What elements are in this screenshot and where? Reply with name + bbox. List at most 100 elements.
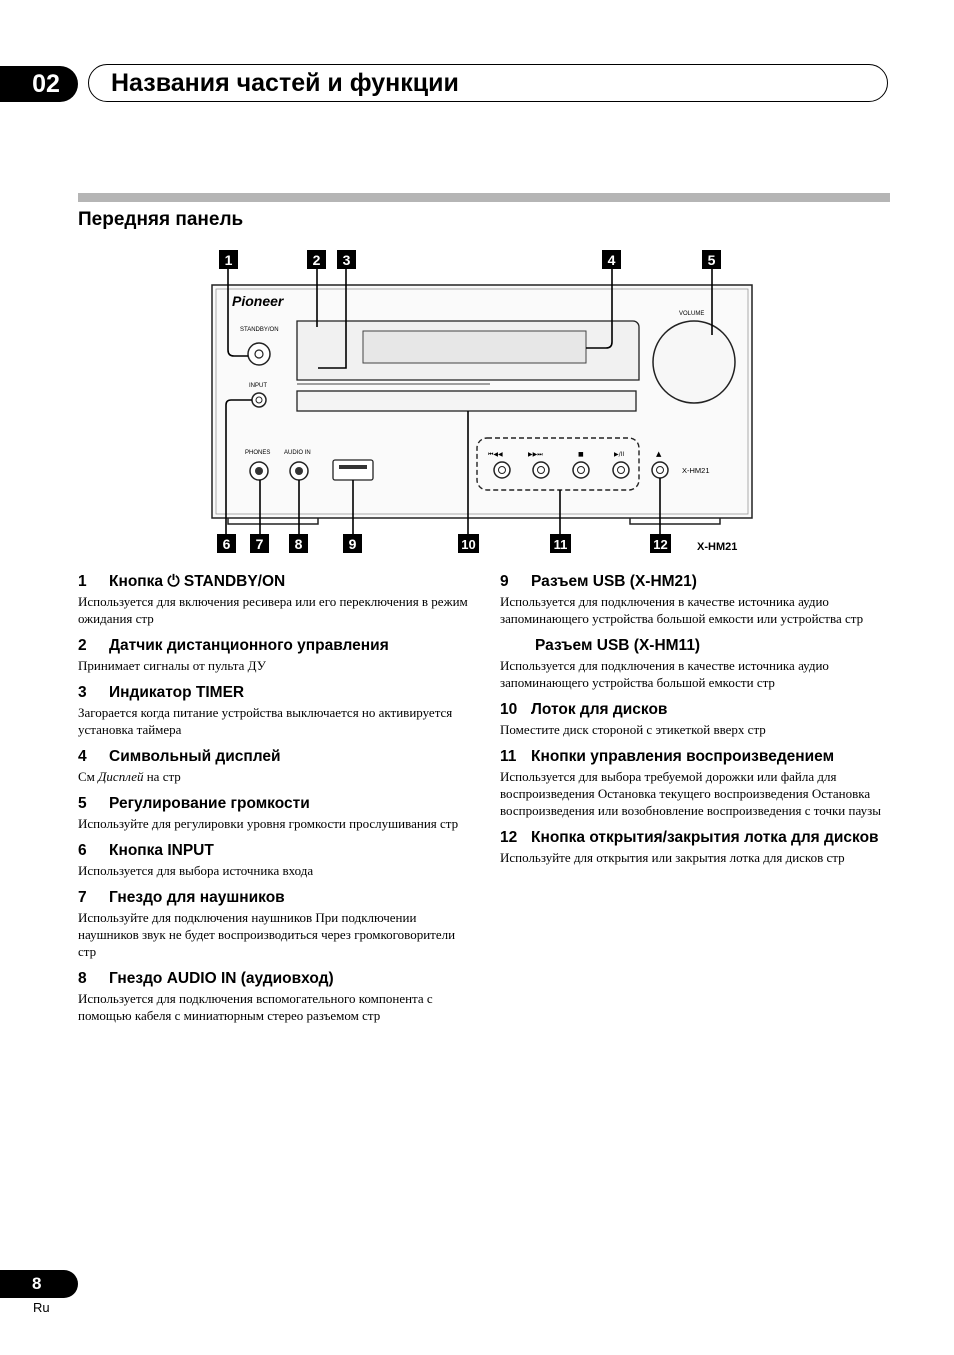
callout-12: 12 [653,537,667,552]
item-description: Используется для подключения вспомогател… [78,991,433,1023]
stop-button [572,461,590,479]
phones-label: PHONES [245,450,270,456]
input-button [251,392,267,408]
play-pause-button-label: ▶/II [614,451,624,458]
diagram-model-caption: X-HM21 [697,541,737,553]
item-description: См Дисплей на стр [78,768,470,785]
item-number: 10 [500,701,518,718]
play-pause-button [612,461,630,479]
item-number: 12 [500,829,518,846]
panel-model-label: X-HM21 [682,466,710,475]
item-number: 5 [78,795,87,812]
item-input: 6 Кнопка INPUT Используется для выбора ис… [78,841,470,879]
callout-10: 10 [461,537,475,552]
callout-8: 8 [295,536,303,552]
section-title: Передняя панель [78,209,244,230]
page-language: Ru [33,1300,50,1315]
prev-button [493,461,511,479]
item-title: Символьный дисплей [109,748,281,765]
brand-logo: Pioneer [232,293,285,309]
device-foot-left [227,518,319,525]
playback-controls-group [476,437,640,491]
item-description: Используется для подключения в качестве … [500,658,829,690]
item-description: Используйте для подключения наушников Пр… [78,910,456,959]
item-number: 9 [500,573,509,590]
item-usb-hm21: 9 Разъем USB (X-HM21) Используется для по… [500,572,892,627]
standby-label: STANDBY/ON [240,327,279,333]
item-title: Регулирование громкости [109,795,310,812]
callout-10-box [458,534,479,553]
item-title: Лоток для дисков [531,701,668,718]
item-display: 4 Символьный дисплей См Дисплей на стр [78,747,470,785]
eject-button [651,461,669,479]
item-number: 3 [78,684,87,701]
desc-prefix: См [78,769,99,784]
items-right-column: 9 Разъем USB (X-HM21) Используется для по… [500,572,892,875]
prev-button-label: ⏮◀◀ [488,451,503,458]
callout-7: 7 [256,536,264,552]
item-title: Кнопка INPUT [109,842,214,859]
callout-5-box [702,250,721,269]
stop-button-label: ■ [578,451,584,458]
item-description: Используется для выбора источника входа [78,863,314,878]
callout-6: 6 [223,536,231,552]
callout-2-box [307,250,326,269]
item-number: 7 [78,889,87,906]
page-number: 8 [32,1274,42,1293]
item-volume: 5 Регулирование громкости Используйте для… [78,794,470,832]
item-description: Используйте для регулировки уровня громк… [78,816,459,831]
callout-11-box [550,534,571,553]
callout-8-box [289,534,308,553]
item-description: Используйте для открытия или закрытия ло… [500,850,845,865]
item-phones: 7 Гнездо для наушников Используйте для по… [78,888,470,960]
callout-12-box [650,534,671,553]
item-description: Принимает сигналы от пульта ДУ [78,658,266,673]
item-number: 4 [78,748,87,765]
callout-6-box [217,534,236,553]
display-reference-link[interactable]: Дисплей [98,769,144,784]
callout-2: 2 [313,252,321,268]
standby-button [254,349,264,359]
disc-tray [296,390,637,412]
callout-5: 5 [708,252,716,268]
chapter-title: Названия частей и функции [111,69,459,97]
standby-button-ring [247,342,271,366]
item-number: 2 [78,637,87,654]
next-button-label: ▶▶⏭ [528,451,543,458]
item-disc-tray: 10 Лоток для дисков Поместите диск сторон… [500,700,892,738]
item-description: Загорается когда питание устройства выкл… [78,705,453,737]
item-title: Разъем USB (X-HM21) [531,573,697,590]
volume-knob [652,320,736,404]
item-number: 11 [500,748,517,765]
device-foot-right [629,518,721,525]
front-panel-diagram: Pioneer STANDBY/ON TIMER INPUT PHONES AU… [211,250,753,553]
item-number: 6 [78,842,87,859]
callout-4: 4 [608,252,616,268]
item-description: Используется для подключения в качестве … [500,594,864,626]
callout-1: 1 [225,252,233,268]
callout-7-box [250,534,269,553]
usb-port [332,459,374,481]
section-divider [78,193,890,202]
item-title: Кнопки управления воспроизведением [531,748,835,765]
chapter-number: 02 [32,70,60,98]
item-title: Кнопка ⏻ STANDBY/ON [109,573,286,590]
page-number-badge: 8 [0,1270,78,1298]
item-number: 1 [78,573,87,590]
chapter-title-box: Названия частей и функции [88,64,888,102]
audio-in-label: AUDIO IN [284,450,311,456]
volume-label: VOLUME [679,311,704,317]
chapter-number-badge: 02 [0,66,78,102]
callout-4-box [602,250,621,269]
item-title: Гнездо для наушников [109,889,285,906]
item-description: Поместите диск стороной с этикеткой ввер… [500,722,766,737]
callout-3-box [337,250,356,269]
character-display [362,330,587,364]
